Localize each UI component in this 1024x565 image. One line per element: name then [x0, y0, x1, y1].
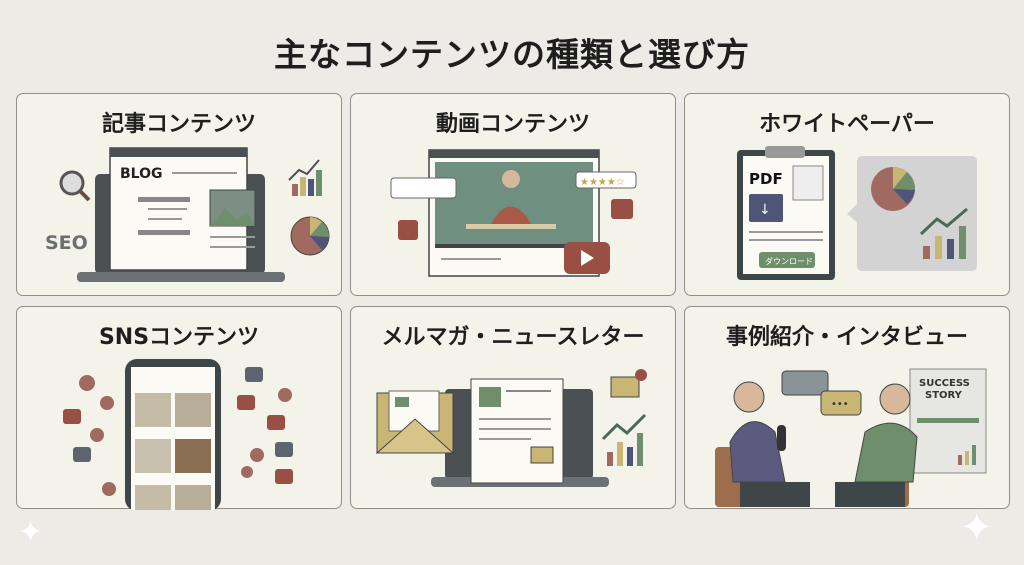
blog-label: BLOG: [120, 166, 163, 182]
page-title: 主なコンテンツの種類と選び方: [274, 35, 750, 74]
card-heading: 記事コンテンツ: [101, 112, 256, 137]
download-icon: [749, 194, 783, 222]
interview-illustration: SUCCESS STORY •••: [715, 368, 987, 507]
card-newsletter: メルマガ・ニュースレター: [350, 306, 676, 509]
story-label: STORY: [925, 390, 963, 401]
download-label: ダウンロード: [765, 256, 813, 266]
success-label: SUCCESS: [919, 378, 970, 389]
mail-notification-icon: [610, 376, 640, 398]
heart-icon: [611, 199, 633, 219]
card-heading: ホワイトペーパー: [759, 112, 935, 137]
seo-label: SEO: [45, 232, 88, 254]
search-icon: [59, 170, 85, 196]
pdf-file-icon: [792, 165, 824, 201]
sns-phone-illustration: [63, 359, 293, 510]
download-button: [759, 252, 815, 268]
blog-laptop-illustration: BLOG SEO: [45, 147, 330, 282]
like-icon: [398, 220, 418, 240]
card-heading: 事例紹介・インタビュー: [725, 325, 968, 350]
newsletter-illustration: [375, 369, 647, 487]
card-heading: 動画コンテンツ: [435, 112, 590, 137]
share-icons: [73, 367, 293, 462]
star-rating: ★★★★☆: [580, 177, 625, 188]
sparkle-icon: ✦: [960, 505, 994, 551]
svg-text:•••: •••: [831, 399, 849, 410]
envelope-icon: [375, 390, 455, 454]
heart-icons: [79, 375, 292, 496]
video-illustration: ★★★★☆: [390, 149, 637, 277]
pie-chart-icon: [290, 216, 330, 256]
bar-chart-icon: [288, 159, 322, 196]
sparkle-icon: ✦: [18, 515, 44, 550]
svg-text:↓: ↓: [759, 202, 771, 218]
card-heading: SNSコンテンツ: [98, 325, 260, 350]
card-sns-content: SNSコンテンツ: [16, 306, 342, 510]
pdf-label: PDF: [749, 170, 783, 188]
card-heading: メルマガ・ニュースレター: [381, 325, 645, 350]
card-article-content: 記事コンテンツ BLOG SEO: [16, 93, 342, 296]
card-whitepaper: ホワイトペーパー PDF ↓ ダウンロード: [684, 93, 1010, 296]
whitepaper-illustration: PDF ↓ ダウンロード: [737, 146, 977, 280]
card-case-study-interview: 事例紹介・インタビュー SUCCESS STORY •••: [684, 306, 1010, 509]
card-video-content: 動画コンテンツ ★★★★☆: [350, 93, 676, 296]
